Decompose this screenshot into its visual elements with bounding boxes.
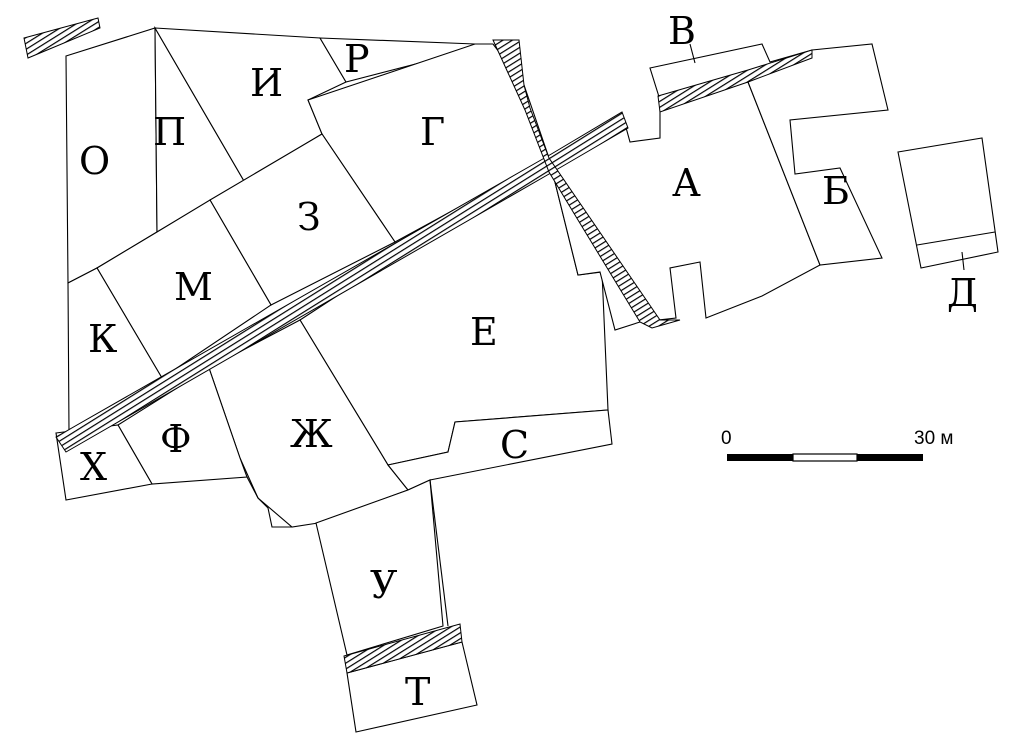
- label-e: Е: [470, 310, 498, 354]
- street-north-south: [492, 39, 681, 329]
- label-z: З: [297, 195, 321, 239]
- label-v: В: [668, 9, 696, 53]
- label-t: Т: [405, 670, 430, 714]
- boundary-u-east: [429, 479, 449, 627]
- label-g: Г: [420, 110, 445, 154]
- street-v: [657, 49, 813, 113]
- label-f: Ф: [160, 417, 192, 461]
- scale-bar-segment-3: [857, 454, 923, 461]
- scale-bar-end-label: 30 м: [914, 428, 953, 449]
- label-i: И: [250, 61, 283, 105]
- plot-d-divider: [916, 231, 996, 246]
- plot-u: [315, 479, 444, 656]
- street-nw-stub: [23, 17, 101, 59]
- label-u: У: [370, 563, 398, 607]
- label-p: П: [153, 110, 186, 154]
- label-d: Д: [947, 271, 978, 315]
- plot-d: [897, 137, 999, 269]
- boundary-step-zh: [246, 476, 292, 528]
- plot-b: [747, 43, 889, 266]
- label-kh: Х: [80, 445, 107, 489]
- label-s: С: [500, 423, 529, 467]
- label-m: М: [174, 265, 213, 309]
- leader-d: [961, 251, 965, 271]
- leader-v: [689, 43, 696, 64]
- scale-bar-segment-1: [727, 454, 793, 461]
- street-u-t: [343, 623, 463, 674]
- scale-bar-segment-2: [792, 453, 858, 462]
- label-o: О: [79, 139, 110, 183]
- scale-bar: 0 30 м: [721, 428, 953, 462]
- label-zh: Ж: [290, 412, 333, 456]
- label-b: Б: [822, 169, 850, 213]
- label-a: А: [672, 161, 701, 205]
- scale-bar-start-label: 0: [721, 428, 732, 449]
- label-r: Р: [344, 37, 370, 81]
- label-k: К: [88, 317, 117, 361]
